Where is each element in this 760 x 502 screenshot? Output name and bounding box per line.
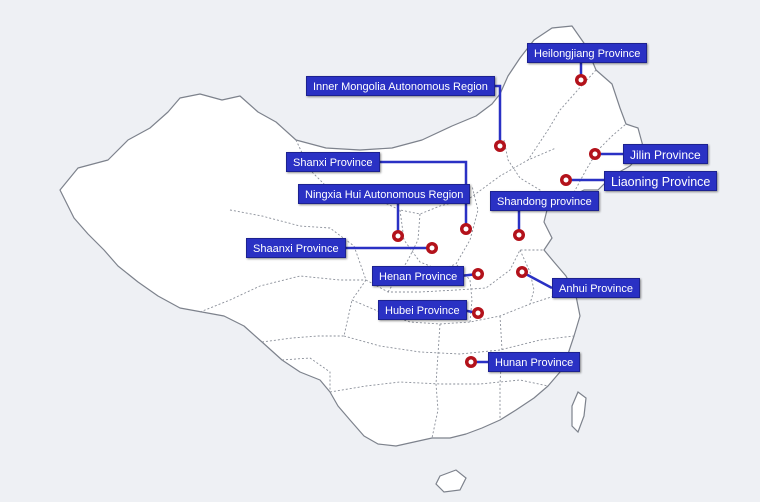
label-liaoning[interactable]: Liaoning Province xyxy=(604,171,718,191)
label-shandong[interactable]: Shandong province xyxy=(490,191,599,211)
label-anhui[interactable]: Anhui Province xyxy=(552,278,640,298)
label-heilongjiang[interactable]: Heilongjiang Province xyxy=(527,43,648,63)
china-mainland xyxy=(59,25,645,447)
label-inner-mongolia[interactable]: Inner Mongolia Autonomous Region xyxy=(306,76,495,96)
taiwan-island xyxy=(571,391,587,434)
label-shanxi[interactable]: Shanxi Province xyxy=(286,152,380,172)
marker-liaoning[interactable] xyxy=(560,174,572,186)
hainan-island xyxy=(435,469,467,493)
label-hunan[interactable]: Hunan Province xyxy=(488,352,581,372)
label-hubei[interactable]: Hubei Province xyxy=(378,300,467,320)
marker-jilin[interactable] xyxy=(589,148,601,160)
marker-dots xyxy=(392,74,601,368)
marker-heilongjiang[interactable] xyxy=(575,74,587,86)
marker-shanxi[interactable] xyxy=(460,223,472,235)
marker-hunan[interactable] xyxy=(465,356,477,368)
marker-shaanxi[interactable] xyxy=(426,242,438,254)
marker-hubei[interactable] xyxy=(472,307,484,319)
marker-anhui[interactable] xyxy=(516,266,528,278)
label-ningxia[interactable]: Ningxia Hui Autonomous Region xyxy=(298,184,471,204)
label-jilin[interactable]: Jilin Province xyxy=(623,144,708,164)
label-henan[interactable]: Henan Province xyxy=(372,266,465,286)
marker-ningxia[interactable] xyxy=(392,230,404,242)
marker-inner-mongolia[interactable] xyxy=(494,140,506,152)
marker-shandong[interactable] xyxy=(513,229,525,241)
label-shaanxi[interactable]: Shaanxi Province xyxy=(246,238,346,258)
marker-henan[interactable] xyxy=(472,268,484,280)
